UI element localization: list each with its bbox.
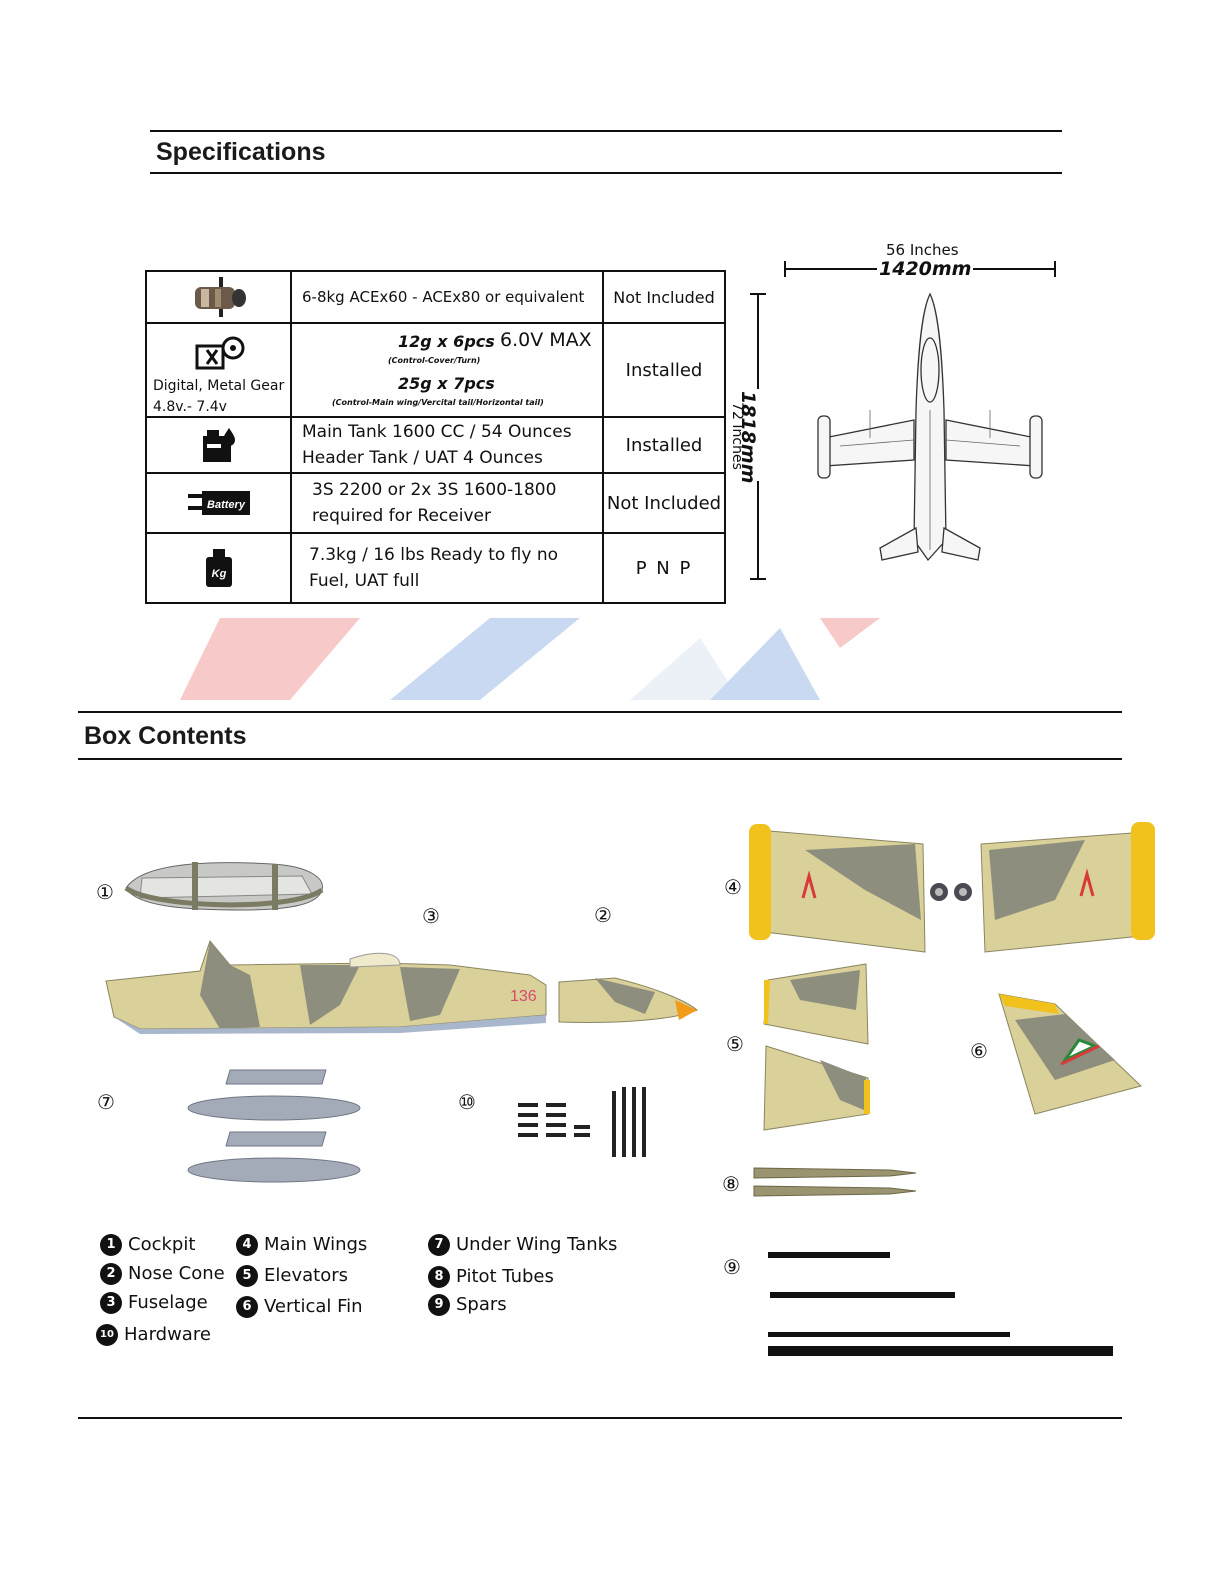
marker-vertical-fin: ⑥ [970,1039,988,1063]
battery-status: Not Included [606,492,722,514]
servo-voltage: 6.0V MAX [500,329,592,351]
spar-long [768,1332,1010,1337]
jet-engine-icon [194,277,246,317]
spec-top-rule [150,130,1062,132]
servo-small-note: (Control-Cover/Turn) [388,356,481,365]
box-top-rule [78,711,1122,713]
battery-icon: Battery [187,491,250,515]
fuel-tank-icon [202,428,235,462]
spec-row-fuel: Main Tank 1600 CC / 54 Ounces Header Tan… [145,416,726,474]
marker-main-wings: ④ [724,875,742,899]
pitot-tubes-image [753,1167,917,1197]
elevators-image [763,963,870,1131]
marker-cockpit: ① [96,880,114,904]
length-inches: 72 Inches [729,402,745,470]
hardware-screws-image [518,1087,646,1157]
servo-status: Installed [625,359,703,381]
aircraft-top-view-drawing [817,292,1043,562]
spec-row-engine: 6-8kg ACEx60 - ACEx80 or equivalent Not … [145,270,726,324]
servo-large-note: (Control-Main wing/Vercital tail/Horizon… [332,398,544,407]
fuel-main-tank: Main Tank 1600 CC / 54 Ounces [302,422,572,442]
nose-cone-image [558,977,698,1023]
servo-caption: Digital, Metal Gear 4.8v.- 7.4v [153,378,285,415]
battery-spec-note: required for Receiver [312,506,491,526]
marker-under-wing-tanks: ⑦ [97,1090,115,1114]
marker-elevators: ⑤ [726,1032,744,1056]
fuel-status: Installed [625,434,703,456]
fuselage-number: 136 [510,988,537,1005]
spec-row-servo: Digital, Metal Gear 4.8v.- 7.4v 12g x 6p… [145,322,726,418]
spar-longest [768,1346,1113,1356]
spec-row-weight: Kg 7.3kg / 16 lbs Ready to fly no Fuel, … [145,532,726,604]
spar-medium [770,1292,955,1298]
specifications-table: 6-8kg ACEx60 - ACEx80 or equivalent Not … [145,270,726,604]
engine-description: 6-8kg ACEx60 - ACEx80 or equivalent [302,288,585,306]
servo-small-count: 12g x 6pcs [398,332,495,351]
battery-spec: 3S 2200 or 2x 3S 1600-1800 [312,480,557,500]
marker-nose-cone: ② [594,903,612,927]
specifications-title: Specifications [156,138,326,166]
weight-status: P N P [635,557,693,579]
marker-pitot-tubes: ⑧ [722,1172,740,1196]
servo-large-count: 25g x 7pcs [398,374,495,393]
spar-short [768,1252,890,1258]
fuel-header-tank: Header Tank / UAT 4 Ounces [302,448,543,468]
servo-icon [195,336,245,370]
box-contents-title: Box Contents [84,722,247,750]
box-bottom-rule [78,758,1122,760]
wingspan-inches: 56 Inches [886,241,959,259]
page-bottom-rule [78,1417,1122,1419]
marker-hardware: ⑩ [458,1090,476,1114]
decorative-watermark-band [180,618,880,700]
weight-spec: 7.3kg / 16 lbs Ready to fly no [309,545,559,565]
weight-icon-label: Kg [211,568,226,580]
marker-fuselage: ③ [422,904,440,928]
under-wing-tanks-image [187,1069,361,1183]
weight-icon: Kg [205,549,232,587]
spec-row-battery: Battery 3S 2200 or 2x 3S 1600-1800 requi… [145,472,726,534]
main-wings-image [749,822,1155,953]
vertical-fin-image [998,993,1142,1115]
weight-spec-note: Fuel, UAT full [309,571,420,591]
wingspan-mm: 1420mm [877,258,974,280]
spec-bottom-rule [150,172,1062,174]
cockpit-canopy-image [124,862,324,911]
battery-icon-label: Battery [207,499,246,511]
marker-spars: ⑨ [723,1255,741,1279]
fuselage-image: 136 [105,939,547,1034]
engine-status: Not Included [613,287,715,307]
